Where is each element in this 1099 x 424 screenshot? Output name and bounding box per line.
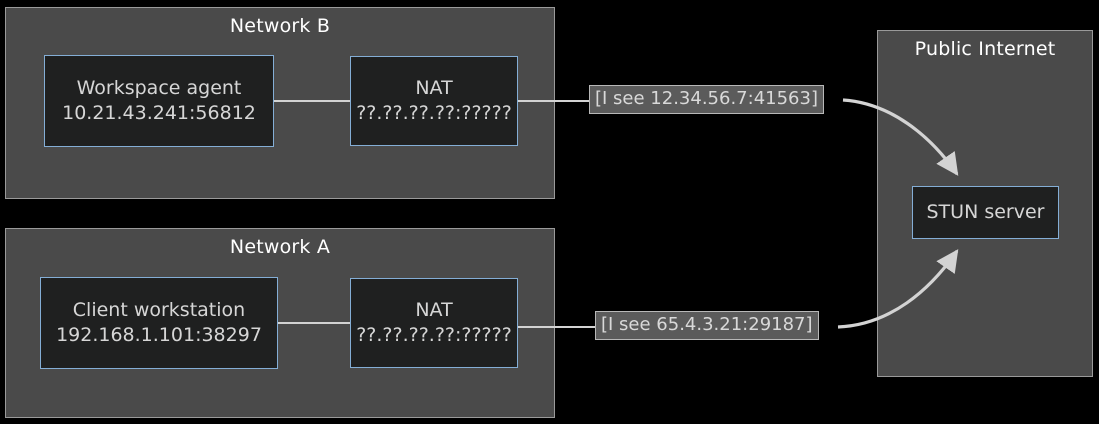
node-client-workstation-label-1: Client workstation xyxy=(72,299,246,321)
edge-label-nat-a-to-stun: [I see 65.4.3.21:29187] xyxy=(595,311,819,340)
node-nat-a[interactable]: NAT ??.??.??.??:????? xyxy=(350,278,518,368)
edge-label-nat-b-to-stun: [I see 12.34.56.7:41563] xyxy=(589,85,824,114)
node-workspace-agent[interactable]: Workspace agent 10.21.43.241:56812 xyxy=(44,55,274,147)
node-stun-server[interactable]: STUN server xyxy=(912,186,1059,239)
node-stun-server-label-1: STUN server xyxy=(926,201,1045,223)
node-workspace-agent-label-2: 10.21.43.241:56812 xyxy=(62,102,256,124)
edge-agent-to-nat-b xyxy=(274,100,350,102)
node-nat-a-label-1: NAT xyxy=(415,299,453,321)
cluster-network-b-title: Network B xyxy=(229,15,331,37)
edge-nat-a-to-label xyxy=(518,326,596,328)
node-client-workstation-label-2: 192.168.1.101:38297 xyxy=(56,324,262,346)
edge-client-to-nat-a xyxy=(278,322,350,324)
node-nat-a-label-2: ??.??.??.??:????? xyxy=(356,324,512,346)
node-nat-b-label-1: NAT xyxy=(415,77,453,99)
node-nat-b-label-2: ??.??.??.??:????? xyxy=(356,102,512,124)
node-workspace-agent-label-1: Workspace agent xyxy=(76,77,242,99)
cluster-public-internet-title: Public Internet xyxy=(914,38,1056,60)
node-nat-b[interactable]: NAT ??.??.??.??:????? xyxy=(350,56,518,146)
node-client-workstation[interactable]: Client workstation 192.168.1.101:38297 xyxy=(40,277,278,369)
cluster-network-a-title: Network A xyxy=(229,236,331,258)
edge-nat-b-to-label xyxy=(518,100,590,102)
